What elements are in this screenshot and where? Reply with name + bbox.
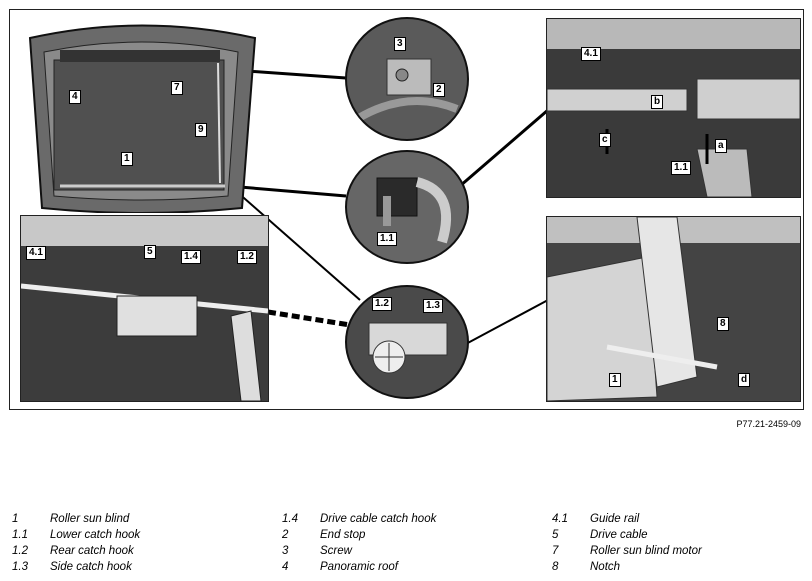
legend-text: Screw: [320, 545, 352, 557]
legend-number: 5: [552, 529, 559, 541]
legend-number: 1.1: [12, 529, 28, 541]
legend-text: Side catch hook: [50, 561, 132, 573]
detail-circle-lower-catch-hook: 1.1: [345, 150, 469, 264]
legend-number: 2: [282, 529, 289, 541]
callout-label: b: [651, 95, 664, 109]
legend-text: Roller sun blind: [50, 513, 130, 525]
detail-panel-guide-rail: 4.1 b c a 1.1: [546, 18, 801, 198]
legend-text: Rear catch hook: [50, 545, 134, 557]
callout-label: 4: [69, 90, 81, 104]
callout-label: c: [599, 133, 611, 147]
notch-illustration: [547, 217, 800, 401]
legend-text: Drive cable catch hook: [320, 513, 437, 525]
legend-text: Roller sun blind motor: [590, 545, 702, 557]
callout-label: 9: [195, 123, 207, 137]
callout-label: 1: [121, 152, 133, 166]
detail-circle-catch-hooks: 1.2 1.3: [345, 285, 469, 399]
detail-panel-drive-cable: 4.1 5 1.4 1.2: [20, 215, 269, 402]
callout-label: 1.2: [237, 250, 257, 264]
detail-circle-end-stop: 3 2: [345, 17, 469, 141]
end-stop-illustration: [354, 58, 459, 123]
legend-text: Drive cable: [590, 529, 648, 541]
callout-label: 2: [433, 83, 445, 97]
callout-label: 8: [717, 317, 729, 331]
detail-panel-notch: 8 1 d: [546, 216, 801, 402]
legend-text: Panoramic roof: [320, 561, 398, 573]
callout-label: 1.2: [372, 297, 392, 311]
callout-label: 1.4: [181, 250, 201, 264]
legend-text: Notch: [590, 561, 621, 573]
legend-number: 1: [12, 513, 19, 525]
callout-label: 5: [144, 245, 156, 259]
legend-number: 7: [552, 545, 559, 557]
callout-label: 3: [394, 37, 406, 51]
guide-rail-illustration: [547, 19, 800, 197]
legend-number: 1.4: [282, 513, 298, 525]
legend-number: 1.3: [12, 561, 28, 573]
callout-label: d: [738, 373, 751, 387]
drive-cable-illustration: [21, 216, 268, 401]
callout-label: 1.1: [377, 232, 397, 246]
legend-number: 4: [282, 561, 289, 573]
lower-hook-illustration: [376, 177, 452, 244]
overview-roof: 4 7 9 1: [20, 18, 265, 213]
legend-text: Lower catch hook: [50, 529, 141, 541]
legend-number: 1.2: [12, 545, 28, 557]
legend-number: 4.1: [552, 513, 568, 525]
catch-hooks-illustration: [368, 322, 448, 374]
callout-label: a: [715, 139, 727, 153]
legend-text: Guide rail: [590, 513, 640, 525]
callout-label: 4.1: [581, 47, 601, 61]
legend-number: 8: [552, 561, 559, 573]
figure-code: P77.21-2459-09: [736, 419, 801, 429]
callout-label: 7: [171, 81, 183, 95]
callout-label: 1.1: [671, 161, 691, 175]
callout-label: 1.3: [423, 299, 443, 313]
roof-illustration: [28, 24, 257, 213]
legend-number: 3: [282, 545, 289, 557]
legend-text: End stop: [320, 529, 366, 541]
callout-label: 4.1: [26, 246, 46, 260]
callout-label: 1: [609, 373, 621, 387]
